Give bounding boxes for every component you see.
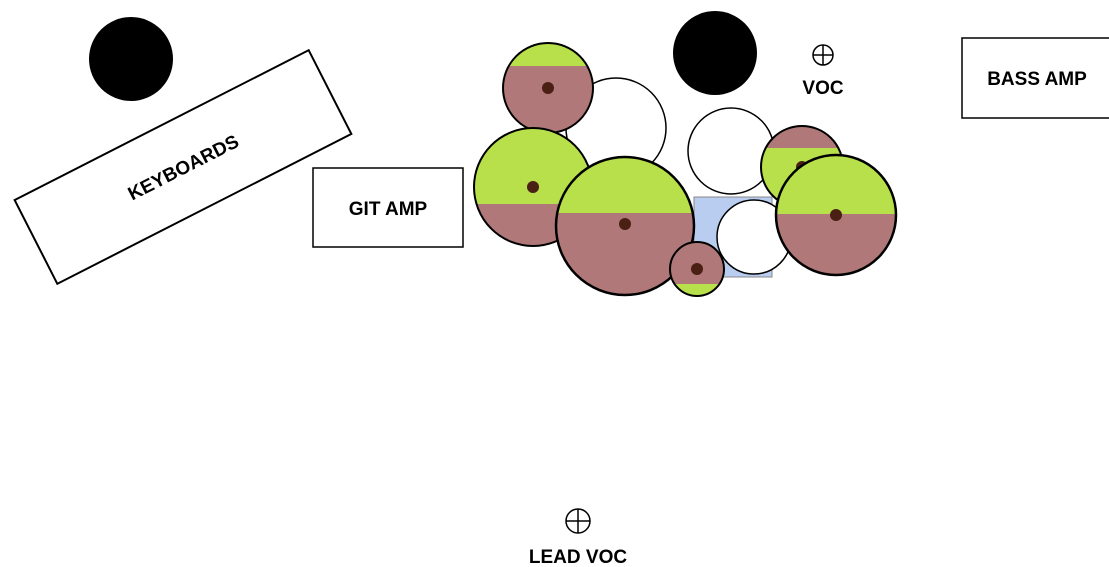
drum-snare [669,241,725,297]
bass-amp-label: BASS AMP [987,69,1087,90]
voc-label: VOC [802,78,843,99]
monitor-speaker-center [673,11,757,95]
drum-white-right [687,107,775,195]
bass-amp-box: BASS AMP [961,37,1109,119]
monitor-speaker-left [89,17,173,101]
crosshair-mic-icon [565,508,591,534]
crosshair-mic-icon [812,44,834,66]
lead-voc-label: LEAD VOC [529,547,627,567]
git-amp-box: GIT AMP [312,167,464,248]
keyboards-box: KEYBOARDS [13,48,353,286]
drum-floor-tom [774,153,898,277]
drum-tom-high [502,42,594,134]
git-amp-label: GIT AMP [349,199,428,220]
